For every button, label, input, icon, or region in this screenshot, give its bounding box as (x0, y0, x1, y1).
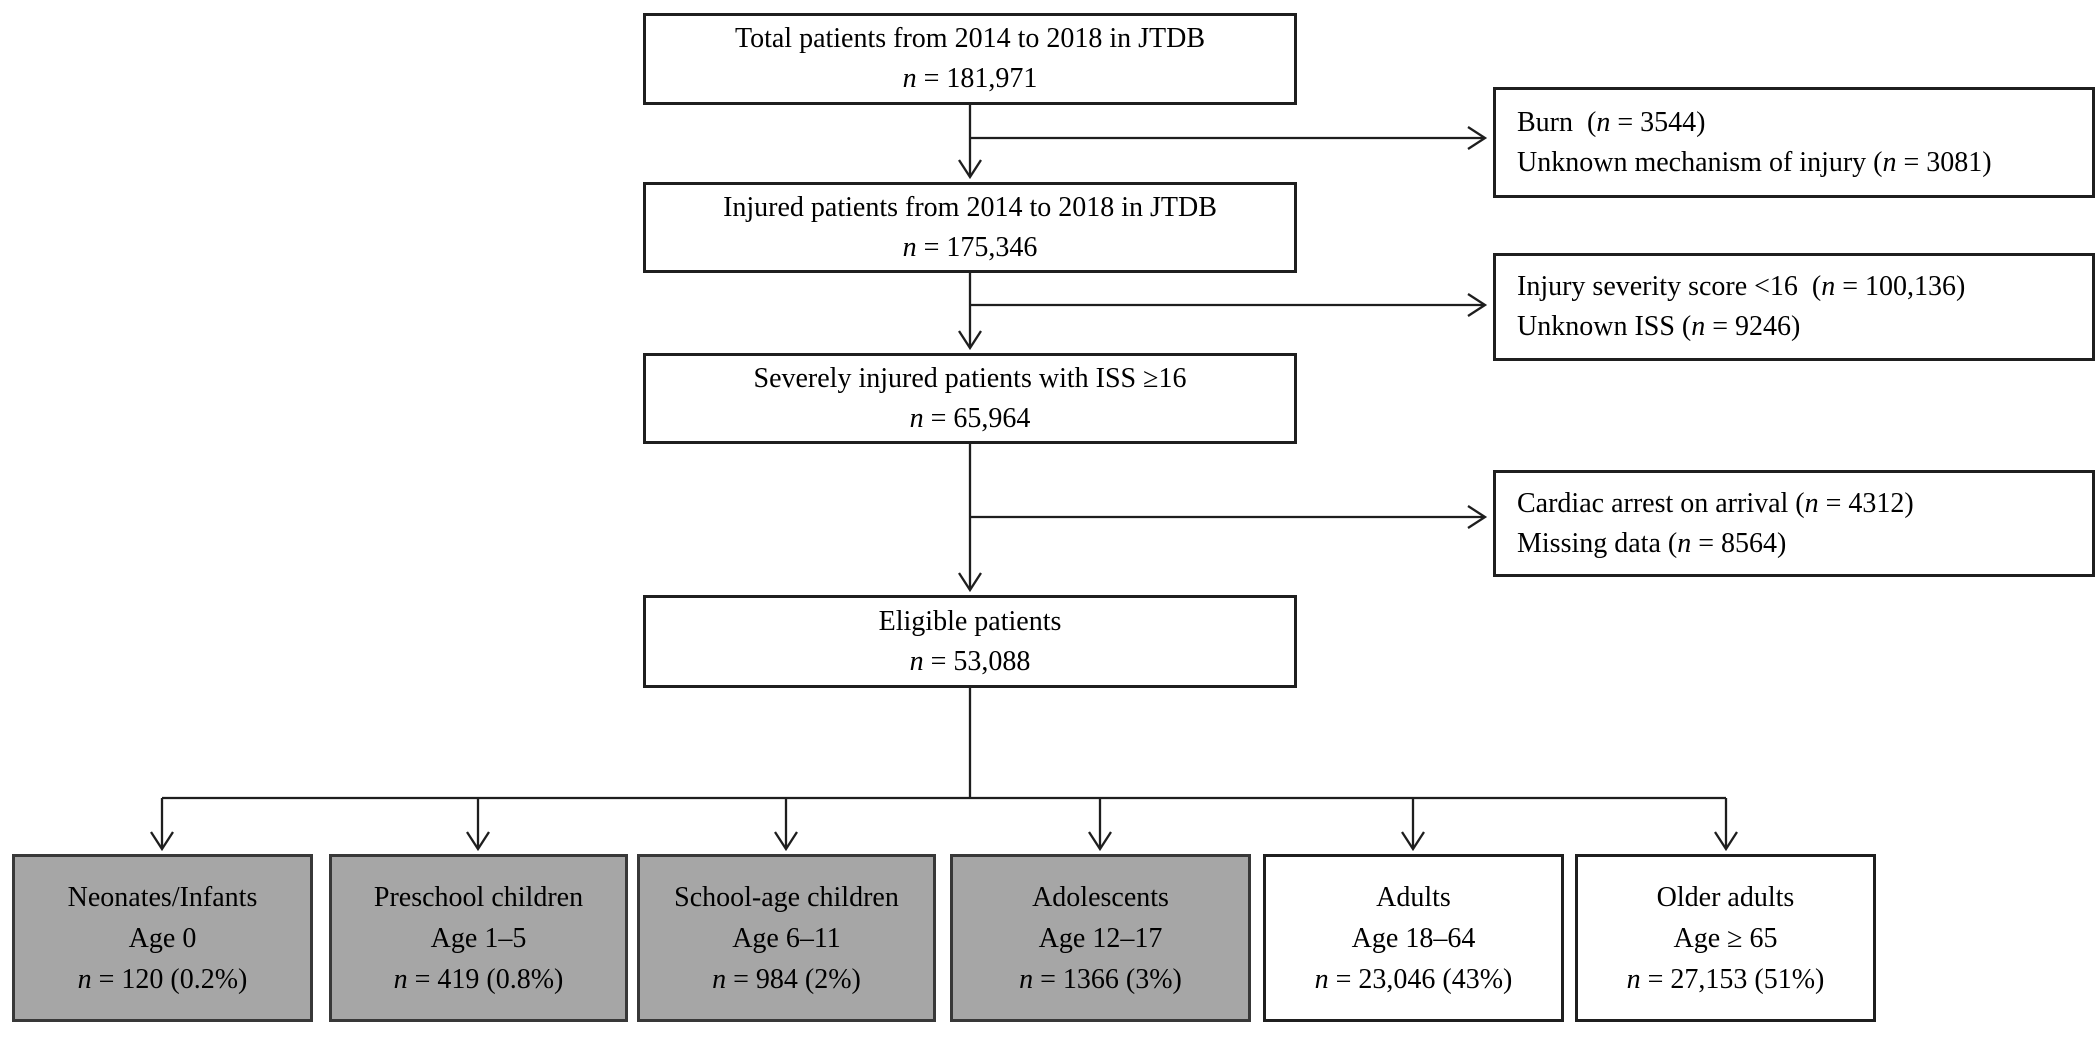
box-title: Injured patients from 2014 to 2018 in JT… (723, 191, 1217, 223)
box-title: Severely injured patients with ISS ≥16 (753, 362, 1187, 394)
age-group-range: Age 18–64 (1351, 922, 1476, 954)
age-group-count: n = 23,046 (43%) (1314, 963, 1513, 995)
exclusion-line: Unknown mechanism of injury (n = 3081) (1517, 146, 1992, 178)
age-group-count: n = 1366 (3%) (1019, 963, 1182, 995)
age-group-count: n = 984 (2%) (712, 963, 861, 995)
age-group-title: School-age children (674, 881, 899, 913)
box-count: n = 175,346 (902, 231, 1038, 263)
age-group-range: Age 12–17 (1038, 922, 1163, 954)
flow-box-eligible-patients: Eligible patients n = 53,088 (643, 595, 1297, 688)
age-group-count: n = 120 (0.2%) (77, 963, 248, 995)
exclusion-box-burn-unknown-mechanism: Burn (n = 3544) Unknown mechanism of inj… (1493, 87, 2095, 198)
age-group-range: Age 6–11 (732, 922, 841, 954)
age-group-range: Age 1–5 (430, 922, 527, 954)
exclusion-line: Cardiac arrest on arrival (n = 4312) (1517, 487, 1914, 519)
age-group-title: Adolescents (1032, 881, 1169, 913)
flow-box-severely-injured: Severely injured patients with ISS ≥16 n… (643, 353, 1297, 444)
box-count: n = 53,088 (909, 645, 1031, 677)
age-group-count: n = 27,153 (51%) (1626, 963, 1825, 995)
age-group-title: Neonates/Infants (67, 881, 258, 913)
age-group-box-older-adults: Older adults Age ≥ 65 n = 27,153 (51%) (1575, 854, 1876, 1022)
age-group-count: n = 419 (0.8%) (393, 963, 564, 995)
exclusion-line: Missing data (n = 8564) (1517, 527, 1787, 559)
age-group-title: Preschool children (373, 881, 584, 913)
age-group-box-adults: Adults Age 18–64 n = 23,046 (43%) (1263, 854, 1564, 1022)
box-title: Eligible patients (878, 605, 1062, 637)
age-group-box-preschool-children: Preschool children Age 1–5 n = 419 (0.8%… (329, 854, 628, 1022)
age-group-box-school-age-children: School-age children Age 6–11 n = 984 (2%… (637, 854, 936, 1022)
box-title: Total patients from 2014 to 2018 in JTDB (734, 23, 1206, 54)
box-count: n = 181,971 (902, 63, 1038, 94)
age-group-title: Older adults (1656, 881, 1795, 913)
age-group-box-adolescents: Adolescents Age 12–17 n = 1366 (3%) (950, 854, 1251, 1022)
age-group-title: Adults (1376, 881, 1451, 913)
exclusion-line: Unknown ISS (n = 9246) (1517, 311, 1801, 342)
exclusion-box-low-iss: Injury severity score <16 (n = 100,136) … (1493, 253, 2095, 361)
exclusion-line: Injury severity score <16 (n = 100,136) (1517, 271, 1966, 302)
flow-box-total-patients: Total patients from 2014 to 2018 in JTDB… (643, 13, 1297, 105)
age-group-range: Age 0 (128, 922, 197, 954)
age-group-box-neonates-infants: Neonates/Infants Age 0 n = 120 (0.2%) (12, 854, 313, 1022)
exclusion-line: Burn (n = 3544) (1517, 106, 1706, 138)
box-count: n = 65,964 (909, 402, 1031, 434)
flow-box-injured-patients: Injured patients from 2014 to 2018 in JT… (643, 182, 1297, 273)
age-group-range: Age ≥ 65 (1673, 922, 1778, 954)
exclusion-box-cardiac-arrest-missing: Cardiac arrest on arrival (n = 4312) Mis… (1493, 470, 2095, 577)
